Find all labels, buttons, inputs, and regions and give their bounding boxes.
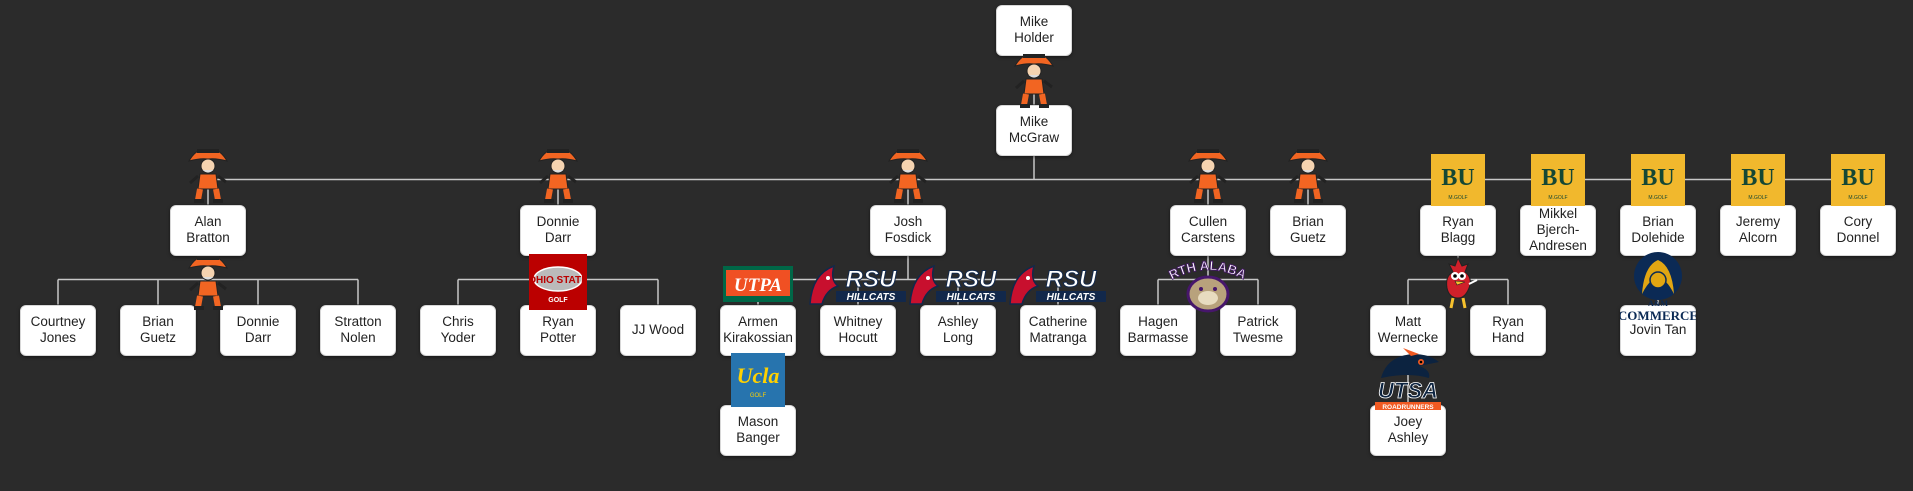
node-stratton-nolen[interactable]: Stratton Nolen xyxy=(320,304,396,356)
baylor-logo: BU M.GOLF xyxy=(1631,154,1685,211)
node-chris-yoder[interactable]: Chris Yoder xyxy=(420,304,496,356)
ohio-state-logo: OHIO STATE GOLF xyxy=(528,254,588,315)
svg-text:Ucla: Ucla xyxy=(737,363,780,388)
node-brian-guetz[interactable]: Brian Guetz xyxy=(1270,204,1346,256)
svg-text:RSU: RSU xyxy=(846,266,897,293)
baylor-logo: BU M.GOLF xyxy=(1531,154,1585,211)
svg-text:M.GOLF: M.GOLF xyxy=(1548,195,1567,201)
svg-text:RSU: RSU xyxy=(1046,266,1097,293)
baylor-logo: BU M.GOLF xyxy=(1831,154,1885,211)
svg-text:COMMERCE: COMMERCE xyxy=(1620,308,1696,323)
rsu-hillcats-logo: RSU HILLCATS xyxy=(1008,260,1108,313)
node-cullen-carstens[interactable]: Cullen Carstens xyxy=(1170,204,1246,256)
node-mike-mcgraw[interactable]: Mike McGraw xyxy=(996,104,1072,156)
rsu-hillcats-logo: RSU HILLCATS xyxy=(808,260,908,313)
svg-text:BU: BU xyxy=(1641,165,1674,191)
redbird-icon xyxy=(1435,254,1481,315)
node-josh-fosdick[interactable]: Josh Fosdick xyxy=(870,204,946,256)
svg-text:OHIO STATE: OHIO STATE xyxy=(529,275,587,286)
node-cory-donnel[interactable]: Cory Donnel xyxy=(1820,204,1896,256)
pistol-pete-icon xyxy=(183,252,233,317)
svg-text:HILLCATS: HILLCATS xyxy=(1047,292,1096,303)
svg-text:A&M: A&M xyxy=(1648,299,1668,308)
svg-text:BU: BU xyxy=(1441,165,1474,191)
svg-text:GOLF: GOLF xyxy=(750,393,767,399)
node-jovin-tan[interactable]: Jovin Tan xyxy=(1620,304,1696,356)
pistol-pete-icon xyxy=(533,145,583,210)
svg-text:RSU: RSU xyxy=(946,266,997,293)
node-hagen-barmasse[interactable]: Hagen Barmasse xyxy=(1120,304,1196,356)
node-donnie-darr-2[interactable]: Donnie Darr xyxy=(220,304,296,356)
node-ashley-long[interactable]: Ashley Long xyxy=(920,304,996,356)
node-ryan-hand[interactable]: Ryan Hand xyxy=(1470,304,1546,356)
node-jeremy-alcorn[interactable]: Jeremy Alcorn xyxy=(1720,204,1796,256)
node-mike-holder[interactable]: Mike Holder xyxy=(996,4,1072,56)
node-courtney-jones[interactable]: Courtney Jones xyxy=(20,304,96,356)
node-whitney-hocutt[interactable]: Whitney Hocutt xyxy=(820,304,896,356)
node-mikkel-bjerch-andresen[interactable]: Mikkel Bjerch- Andresen xyxy=(1520,204,1596,256)
node-mason-banger[interactable]: Mason Banger xyxy=(720,404,796,456)
svg-text:M.GOLF: M.GOLF xyxy=(1748,195,1767,201)
node-armen-kirakossian[interactable]: Armen Kirakossian xyxy=(720,304,796,356)
svg-text:BU: BU xyxy=(1541,165,1574,191)
pistol-pete-icon xyxy=(1183,145,1233,210)
node-jj-wood[interactable]: JJ Wood xyxy=(620,304,696,356)
svg-text:UTPA: UTPA xyxy=(734,275,782,296)
node-patrick-twesme[interactable]: Patrick Twesme xyxy=(1220,304,1296,356)
baylor-logo: BU M.GOLF xyxy=(1731,154,1785,211)
pistol-pete-icon xyxy=(183,145,233,210)
pistol-pete-icon xyxy=(1283,145,1333,210)
pistol-pete-icon xyxy=(1009,50,1059,115)
svg-text:M.GOLF: M.GOLF xyxy=(1648,195,1667,201)
baylor-logo: BU M.GOLF xyxy=(1431,154,1485,211)
svg-text:BU: BU xyxy=(1841,165,1874,191)
svg-text:M.GOLF: M.GOLF xyxy=(1848,195,1867,201)
node-brian-guetz-2[interactable]: Brian Guetz xyxy=(120,304,196,356)
svg-text:UTSA: UTSA xyxy=(1378,378,1438,403)
am-commerce-logo: A&M COMMERCE xyxy=(1618,248,1698,337)
svg-text:ROADRUNNERS: ROADRUNNERS xyxy=(1382,404,1434,411)
node-ryan-blagg[interactable]: Ryan Blagg xyxy=(1420,204,1496,256)
node-donnie-darr[interactable]: Donnie Darr xyxy=(520,204,596,256)
svg-text:GOLF: GOLF xyxy=(548,297,568,304)
north-alabama-logo: NORTH ALABAMA xyxy=(1156,242,1254,319)
utsa-logo: UTSA ROADRUNNERS xyxy=(1369,348,1447,417)
rsu-hillcats-logo: RSU HILLCATS xyxy=(908,260,1008,313)
node-alan-bratton[interactable]: Alan Bratton xyxy=(170,204,246,256)
node-catherine-matranga[interactable]: Catherine Matranga xyxy=(1020,304,1096,356)
svg-text:BU: BU xyxy=(1741,165,1774,191)
svg-text:M.GOLF: M.GOLF xyxy=(1448,195,1467,201)
pistol-pete-icon xyxy=(883,145,933,210)
svg-text:HILLCATS: HILLCATS xyxy=(947,292,996,303)
ucla-logo: Ucla GOLF xyxy=(731,353,785,412)
utpa-logo: UTPA xyxy=(723,266,793,307)
svg-text:HILLCATS: HILLCATS xyxy=(847,292,896,303)
